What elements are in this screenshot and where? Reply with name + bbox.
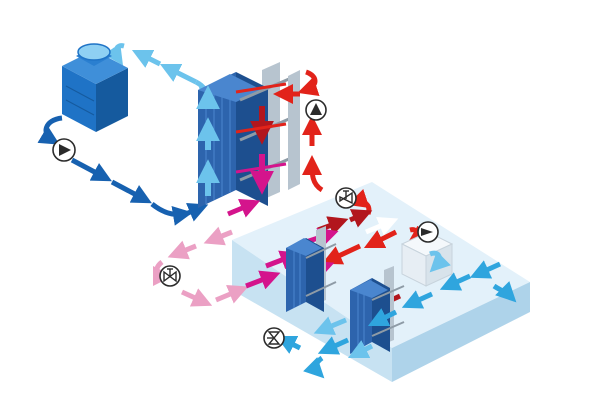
control-valve-icon — [159, 265, 181, 287]
flow-arrow — [349, 209, 373, 228]
flow-arrow — [150, 202, 193, 226]
flow-arrow — [245, 270, 281, 290]
platform-top — [232, 182, 530, 348]
pump-icon — [417, 221, 439, 243]
flow-arrow — [302, 155, 324, 193]
secondary-heat-exchanger-2 — [350, 266, 405, 354]
flow-arrow — [367, 308, 398, 327]
flow-arrow — [313, 316, 347, 335]
flow-arrow — [180, 288, 213, 307]
cooling-loop-flow — [37, 115, 209, 226]
flow-arrow — [227, 199, 261, 218]
tower-body-front — [62, 66, 96, 132]
flow-arrow — [131, 49, 162, 68]
control-valve-icon — [263, 327, 285, 349]
flow-arrow — [321, 243, 362, 265]
flow-arrow — [469, 260, 502, 279]
flow-arrow — [492, 281, 517, 303]
process-platform — [232, 182, 530, 382]
flow-arrow — [159, 63, 198, 85]
flow-arrow — [103, 43, 125, 66]
tower-top — [62, 50, 128, 84]
flow-arrow — [303, 355, 325, 379]
flow-arrow — [347, 340, 374, 359]
flow-arrow — [297, 69, 320, 96]
tower-fan — [78, 44, 110, 60]
frame-front-post — [288, 70, 300, 190]
tower-body-side — [96, 68, 128, 132]
flow-arrow — [203, 226, 233, 246]
flow-arrow — [70, 157, 112, 182]
flow-arrow — [215, 285, 249, 304]
main-heat-exchanger — [196, 62, 300, 208]
pump-icon — [52, 138, 76, 162]
cooling-return-flow — [103, 43, 219, 109]
flow-arrow — [110, 179, 152, 204]
flow-arrow — [185, 203, 209, 222]
flow-arrow — [429, 250, 451, 273]
platform-right-side — [392, 282, 530, 382]
flow-arrow — [275, 335, 302, 354]
tower-fan-rim — [77, 43, 111, 61]
process-cooling-flow — [275, 217, 517, 379]
secondary-heat-exchanger-1 — [286, 226, 337, 312]
flow-arrow — [365, 217, 399, 236]
flow-arrow — [167, 240, 197, 260]
pump-icon — [305, 99, 327, 121]
control-valve-icon — [335, 187, 357, 209]
flow-arrow — [37, 115, 63, 145]
flow-arrow — [439, 272, 472, 291]
flow-arrow — [317, 336, 350, 355]
flow-arrow — [401, 290, 434, 309]
cooling-tower-icon — [62, 43, 128, 132]
